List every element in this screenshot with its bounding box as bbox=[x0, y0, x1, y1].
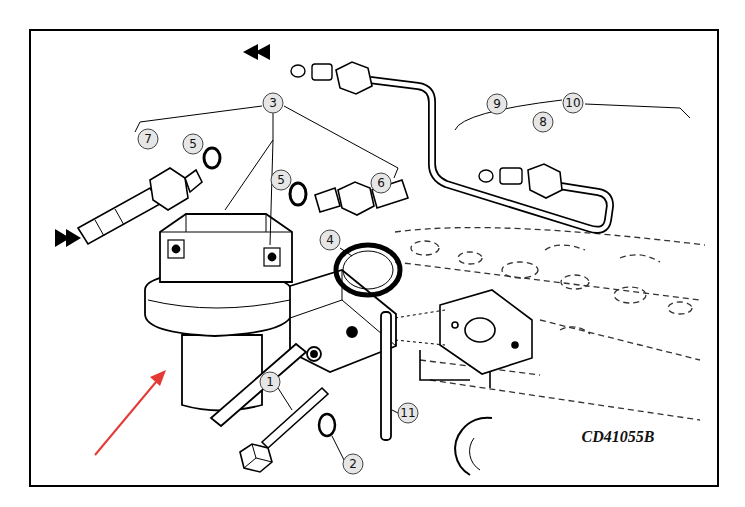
leader-lines bbox=[135, 100, 690, 460]
engine-mount-plate bbox=[420, 290, 532, 388]
callout-number: 5 bbox=[271, 170, 292, 191]
mounting-bolt bbox=[240, 388, 335, 472]
callout-number: 2 bbox=[343, 454, 364, 475]
inlet-fitting bbox=[55, 148, 220, 247]
callout-number: 5 bbox=[183, 134, 204, 155]
seal-ring bbox=[455, 418, 492, 475]
callout-number: 4 bbox=[320, 230, 341, 251]
figure-code: CD41055B bbox=[580, 428, 657, 446]
callout-number: 8 bbox=[533, 112, 554, 133]
callout-number: 3 bbox=[263, 93, 284, 114]
seal-ring bbox=[470, 438, 480, 470]
callout-number: 7 bbox=[138, 129, 159, 150]
callout-number: 6 bbox=[371, 173, 392, 194]
figure-frame bbox=[30, 30, 718, 486]
callout-number: 11 bbox=[398, 403, 419, 424]
fuel-pipe bbox=[243, 44, 610, 230]
callout-number: 10 bbox=[563, 93, 584, 114]
callout-number: 9 bbox=[487, 94, 508, 115]
gasket bbox=[336, 245, 400, 295]
pointer-arrow bbox=[95, 370, 166, 455]
alignment-lines bbox=[395, 310, 445, 345]
callout-number: 1 bbox=[260, 372, 281, 393]
engine-block-outline bbox=[395, 228, 705, 420]
